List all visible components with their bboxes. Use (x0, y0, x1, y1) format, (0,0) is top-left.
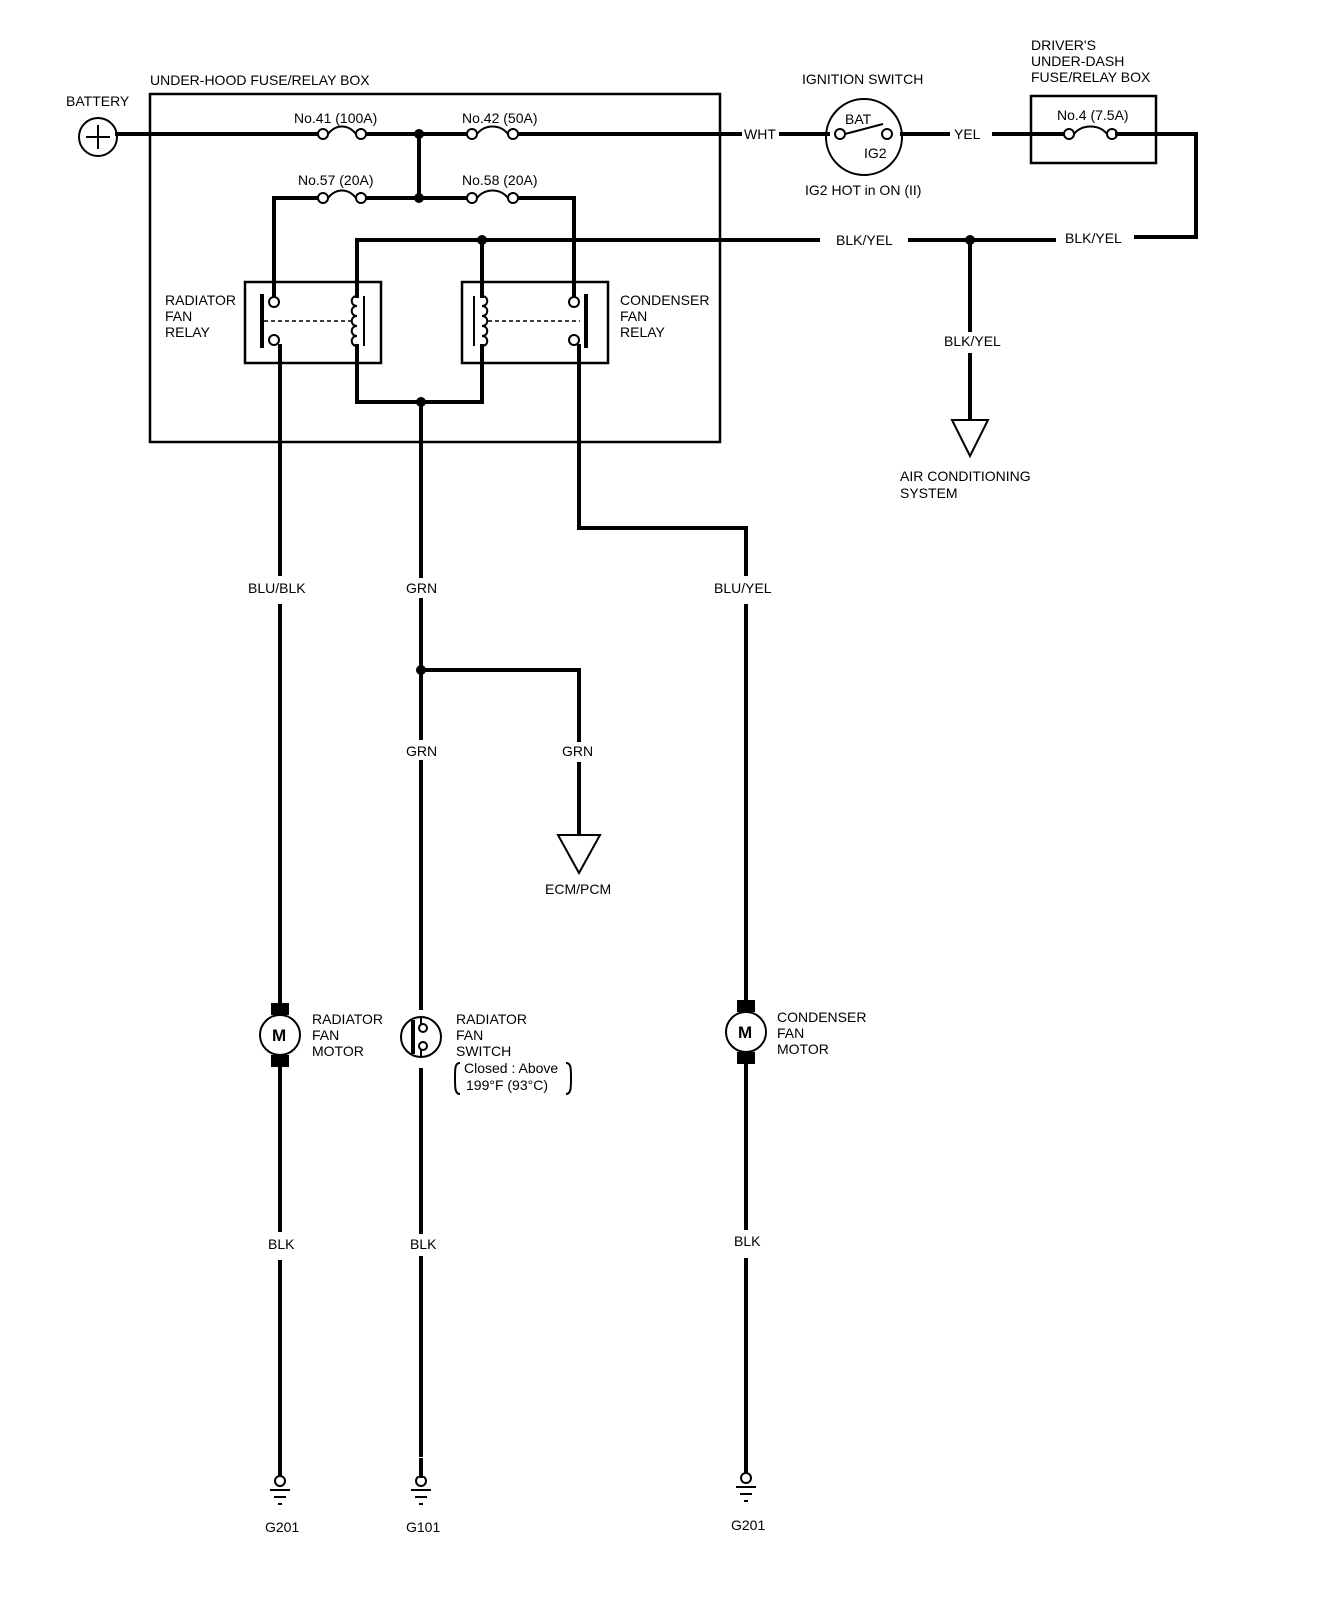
condenser-relay-coil (473, 295, 489, 347)
ground-g201-right: G201 (731, 1517, 765, 1533)
radiator-relay-label-1: RADIATOR (165, 292, 236, 308)
wire-label-blk-left: BLK (268, 1236, 295, 1252)
radiator-relay-label-3: RELAY (165, 324, 211, 340)
air-conditioning-label-2: SYSTEM (900, 485, 958, 501)
wire-label-blk-yel-drop: BLK/YEL (944, 333, 1001, 349)
radiator-switch-label-3: SWITCH (456, 1043, 511, 1059)
label-gap (400, 578, 442, 598)
wire-label-grn-top-text: GRN (406, 580, 437, 596)
ground-g201-left-symbol (270, 1475, 290, 1505)
radiator-switch-note-1: Closed : Above (464, 1060, 558, 1076)
fuse-42-symbol (466, 125, 519, 140)
driver-box-label-2: UNDER-DASH (1031, 53, 1124, 69)
junction-dot (414, 129, 424, 139)
coil-supply-wire (355, 238, 820, 298)
junction-dot (416, 397, 426, 407)
condenser-motor-label-1: CONDENSER (777, 1009, 866, 1025)
ground-g101-symbol (411, 1475, 431, 1505)
blu-yel-wire (577, 344, 748, 576)
fuse-58-symbol (466, 189, 519, 204)
radiator-switch-label-2: FAN (456, 1027, 483, 1043)
ecm-pcm-arrow (556, 834, 602, 876)
radiator-motor-symbol: M (272, 1026, 286, 1045)
condenser-relay-contacts (488, 294, 588, 348)
under-hood-box-outline (148, 92, 722, 444)
note-bracket-left (454, 1062, 461, 1095)
wire-label-blk-mid: BLK (410, 1236, 437, 1252)
radiator-switch-note-2: 199°F (93°C) (466, 1077, 548, 1093)
radiator-relay-contacts (260, 294, 352, 348)
condenser-motor-symbol: M (738, 1023, 752, 1042)
grn-branch-wire (419, 668, 581, 837)
wire-label-blk-yel-main: BLK/YEL (836, 232, 893, 248)
radiator-fan-relay (243, 280, 383, 365)
wire-label-yel: YEL (954, 126, 981, 142)
junction-dot (477, 235, 487, 245)
condenser-motor-label-3: MOTOR (777, 1041, 829, 1057)
fuse-41-symbol (317, 125, 367, 140)
radiator-relay-coil (350, 295, 365, 347)
ignition-note: IG2 HOT in ON (II) (805, 182, 921, 198)
wire-label-wht: WHT (744, 126, 776, 142)
driver-box-label-3: FUSE/RELAY BOX (1031, 69, 1151, 85)
radiator-switch-label-1: RADIATOR (456, 1011, 527, 1027)
ignition-switch-label: IGNITION SWITCH (802, 71, 923, 87)
radiator-motor-label-3: MOTOR (312, 1043, 364, 1059)
fuse-4-output-wire (1115, 132, 1198, 239)
condenser-motor-label-2: FAN (777, 1025, 804, 1041)
radiator-fan-switch (400, 1016, 442, 1058)
wire-label-blk-yel-right: BLK/YEL (1065, 230, 1122, 246)
ecm-pcm-label: ECM/PCM (545, 881, 611, 897)
fuse-4-symbol (1063, 125, 1118, 140)
radiator-fan-motor (259, 1003, 301, 1067)
fuse-57-symbol (317, 189, 367, 204)
ground-g201-right-symbol (736, 1472, 756, 1502)
note-bracket-right (565, 1062, 572, 1095)
condenser-fan-relay (460, 280, 610, 365)
ignition-switch-symbol (825, 98, 903, 176)
coil-return-wire (355, 344, 484, 1457)
condenser-relay-label-3: RELAY (620, 324, 666, 340)
ignition-ig2-label: IG2 (864, 145, 887, 161)
ground-g101: G101 (406, 1519, 440, 1535)
under-hood-box-label: UNDER-HOOD FUSE/RELAY BOX (150, 72, 370, 88)
wire-label-grn-mid: GRN (406, 743, 437, 759)
label-gap (400, 740, 442, 760)
radiator-motor-label-2: FAN (312, 1027, 339, 1043)
driver-box-label-1: DRIVER'S (1031, 37, 1096, 53)
fuse-58-label: No.58 (20A) (462, 172, 537, 188)
radiator-relay-label-2: FAN (165, 308, 192, 324)
condenser-fan-motor (725, 1000, 767, 1064)
fuse-42-label: No.42 (50A) (462, 110, 537, 126)
driver-box-outline (1029, 94, 1158, 165)
ignition-bat-label: BAT (845, 111, 872, 127)
wire-label-blu-yel: BLU/YEL (714, 580, 772, 596)
battery-label: BATTERY (66, 93, 130, 109)
air-conditioning-label-1: AIR CONDITIONING (900, 468, 1031, 484)
fuse-4-label: No.4 (7.5A) (1057, 107, 1129, 123)
air-conditioning-arrow (950, 419, 990, 459)
radiator-motor-label-1: RADIATOR (312, 1011, 383, 1027)
wire-label-blu-blk: BLU/BLK (248, 580, 306, 596)
ground-g201-left: G201 (265, 1519, 299, 1535)
wire-label-grn-branch: GRN (562, 743, 593, 759)
condenser-relay-label-1: CONDENSER (620, 292, 709, 308)
battery-symbol (78, 117, 118, 157)
fuse-57-label: No.57 (20A) (298, 172, 373, 188)
wire-label-blk-right: BLK (734, 1233, 761, 1249)
condenser-relay-label-2: FAN (620, 308, 647, 324)
fuse-41-label: No.41 (100A) (294, 110, 377, 126)
label-gap (400, 1234, 442, 1256)
